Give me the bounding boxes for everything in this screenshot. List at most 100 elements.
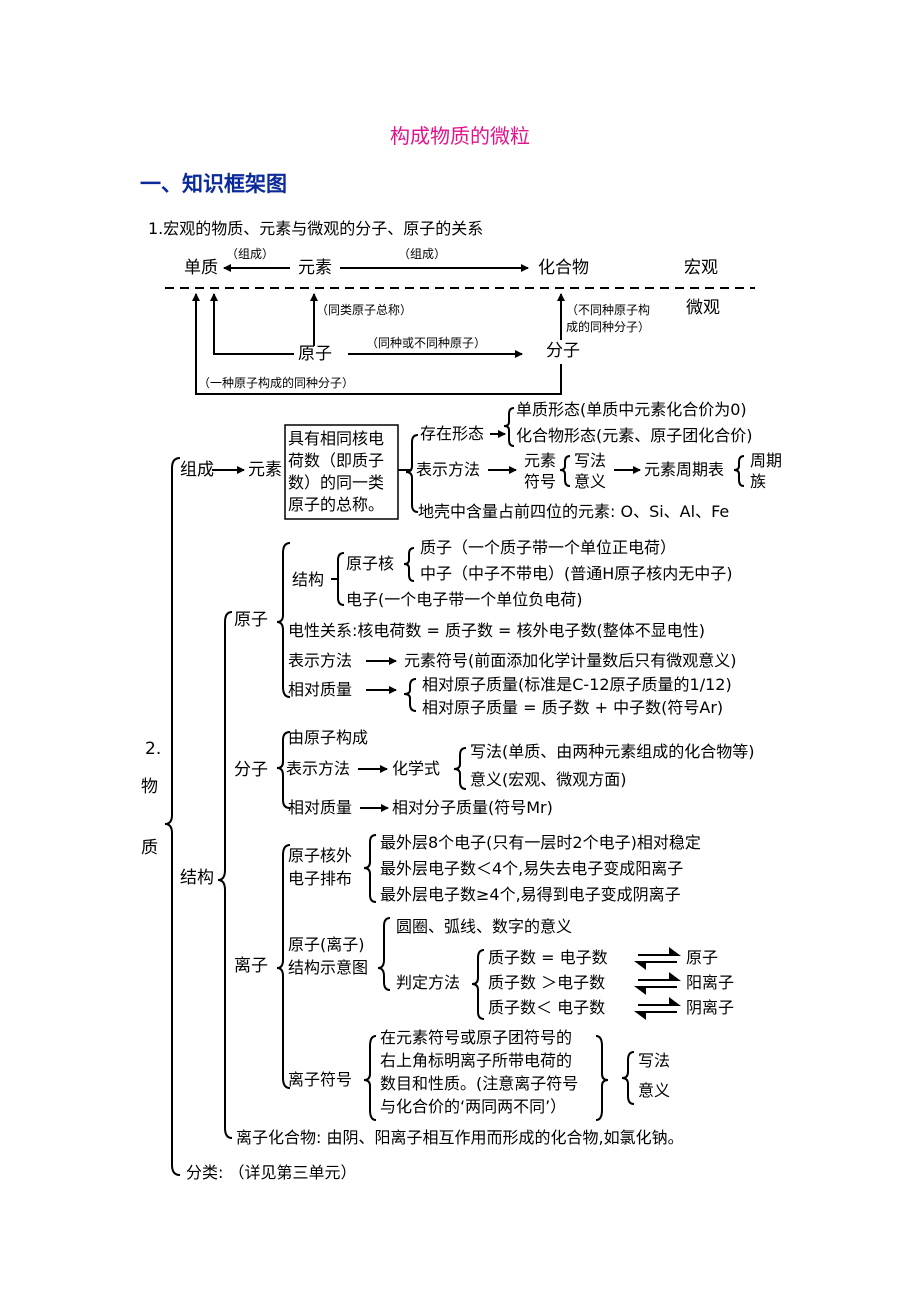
lizihuahewu: 离子化合物: 由阴、阳离子相互作用而形成的化合物,如氯化钠。 xyxy=(236,1128,684,1147)
brace-shiyi xyxy=(377,917,391,991)
fuhao-yiyi: 意义 xyxy=(574,472,607,491)
xdzl-1: 相对原子质量(标准是C-12原子质量的1/12) xyxy=(422,675,732,694)
section-heading: 一、知识框架图 xyxy=(140,172,287,196)
label-weiguan: 微观 xyxy=(686,298,720,318)
node-biaoshi-3: 表示方法 xyxy=(286,759,351,778)
panding-2-right: 阳离子 xyxy=(686,973,735,992)
node-huaxueshi: 化学式 xyxy=(392,759,441,778)
equilibrium-arrows xyxy=(634,947,681,1020)
brace-panding xyxy=(471,949,485,1020)
lizifuhao-xiefa: 写法 xyxy=(638,1051,671,1070)
brace-yuanzi xyxy=(276,542,291,698)
zhizi: 质子（一个质子带一个单位正电荷） xyxy=(420,538,677,557)
node-zhouqibiao: 元素周期表 xyxy=(644,460,725,479)
brace-xiefa3 xyxy=(621,1051,635,1105)
yuanquan: 圆圈、弧线、数字的意义 xyxy=(396,917,573,936)
node-yuanzihe: 原子核 xyxy=(346,554,395,573)
label-zhi: 质 xyxy=(141,838,158,858)
brace-wuzhi xyxy=(164,457,181,1176)
brace-cunzai xyxy=(503,407,515,447)
node-lizifuhao: 离子符号 xyxy=(288,1070,353,1089)
node-zucheng: 组成 xyxy=(180,460,214,480)
edge-label-butong-2: 成的同种分子） xyxy=(566,320,651,334)
brace-jiegou xyxy=(217,611,233,1139)
arrow-yuanzi-to-danzhi xyxy=(210,293,294,355)
dianxing: 电性关系:核电荷数 = 质子数 = 核外电子数(整体不显电性) xyxy=(288,621,706,640)
edge-label-butong-1: （不同种原子构 xyxy=(566,303,651,317)
node-huahewu: 化合物 xyxy=(538,258,589,278)
shiyi-2: 结构示意图 xyxy=(288,958,369,977)
node-yuansu-2: 元素 xyxy=(248,460,282,480)
zu: 族 xyxy=(750,472,767,491)
xdfz: 相对分子质量(符号Mr) xyxy=(392,798,553,817)
edge-label-tonglei: （同类原子总称） xyxy=(316,303,413,317)
brace-lizifuhao-left xyxy=(363,1035,377,1121)
lizifuhao-yiyi: 意义 xyxy=(638,1081,671,1100)
fenlei: 分类: （详见第三单元） xyxy=(186,1163,357,1182)
brace-yuansu xyxy=(405,434,419,513)
brace-lizi xyxy=(276,844,291,1089)
label-hongguan: 宏观 xyxy=(684,258,718,278)
node-yuanzi: 原子 xyxy=(298,344,332,364)
zuiwai-3: 最外层电子数≥4个,易得到电子变成阴离子 xyxy=(380,885,681,904)
brace-fuhao xyxy=(559,455,571,487)
youyuanzi: 由原子构成 xyxy=(288,728,369,747)
zhouqi: 周期 xyxy=(750,451,783,470)
panding-3-right: 阴离子 xyxy=(686,998,735,1017)
fuhao-1: 元素 xyxy=(524,451,557,470)
node-yuanzi-2: 原子 xyxy=(234,610,268,630)
hewai-2: 电子排布 xyxy=(288,869,353,888)
panding-1-right: 原子 xyxy=(686,948,719,967)
arrow-fenzi-to-danzhi xyxy=(192,293,562,395)
xiefa-2: 写法(单质、由两种元素组成的化合物等) xyxy=(470,742,755,761)
node-xiangdui: 相对质量 xyxy=(288,680,353,699)
dike-elements: 地壳中含量占前四位的元素: O、Si、Al、Fe xyxy=(418,502,730,521)
zuiwai-2: 最外层电子数＜4个,易失去电子变成阳离子 xyxy=(380,859,684,878)
edge-label-zucheng-1: （组成） xyxy=(226,247,275,261)
document-title: 构成物质的微粒 xyxy=(390,124,530,148)
node-cunzai: 存在形态 xyxy=(420,424,485,443)
fuhao-xiefa: 写法 xyxy=(574,451,607,470)
node-biaoshi-2: 表示方法 xyxy=(288,651,353,670)
fuhao-2: 符号 xyxy=(524,472,557,491)
node-panding: 判定方法 xyxy=(396,973,461,992)
yuansu-definition: 具有相同核电荷数（即质子数）的同一类原子的总称。 xyxy=(288,429,385,514)
danzhi-form: 单质形态(单质中元素化合价为0) xyxy=(516,400,747,419)
label-num-2: 2. xyxy=(145,739,162,759)
yiyi-2: 意义(宏观、微观方面) xyxy=(470,770,627,789)
panding-1-left: 质子数 = 电子数 xyxy=(488,948,608,967)
node-danzhi: 单质 xyxy=(184,258,218,278)
node-lizi: 离子 xyxy=(234,956,268,976)
brace-jiegou2 xyxy=(337,552,345,606)
node-yuansu: 元素 xyxy=(298,258,332,278)
shiyi-1: 原子(离子) xyxy=(288,935,365,954)
edge-label-zucheng-2: （组成） xyxy=(398,247,447,261)
node-fenzi-2: 分子 xyxy=(234,760,268,780)
brace-zhouqi xyxy=(733,455,745,487)
part1-heading: 1.宏观的物质、元素与微观的分子、原子的关系 xyxy=(148,219,484,238)
lizifuhao-line-2: 右上角标明离子所带电荷的 xyxy=(380,1051,573,1070)
huahe-form: 化合物形态(元素、原子团化合价) xyxy=(516,426,753,445)
zhongzi: 中子（中子不带电）(普通H原子核内无中子) xyxy=(420,564,733,583)
xdzl-2: 相对原子质量 = 质子数 + 中子数(符号Ar) xyxy=(422,698,724,717)
definition-box xyxy=(284,424,399,520)
lizifuhao-line-1: 在元素符号或原子团符号的 xyxy=(380,1028,573,1047)
brace-xdzl xyxy=(403,678,417,712)
node-fenzi: 分子 xyxy=(546,341,580,361)
lizifuhao-line-3: 数目和性质。(注意离子符号 xyxy=(380,1074,579,1093)
zuiwai-1: 最外层8个电子(只有一层时2个电子)相对稳定 xyxy=(380,833,701,852)
brace-yuanzihe xyxy=(403,547,415,582)
brace-lizifuhao-right xyxy=(595,1035,609,1121)
node-jiegou-2: 结构 xyxy=(292,570,325,589)
dianzi: 电子(一个电子带一个单位负电荷) xyxy=(346,590,583,609)
label-wu: 物 xyxy=(141,777,158,797)
edge-label-tongzhong: （同种或不同种原子） xyxy=(366,336,487,350)
hewai-1: 原子核外 xyxy=(288,846,353,865)
edge-label-yizhong: （一种原子构成的同种分子） xyxy=(198,376,355,390)
node-xiangdui-2: 相对质量 xyxy=(288,798,353,817)
lizifuhao-line-4: 与化合价的‘两同两不同’） xyxy=(380,1097,567,1116)
brace-hewai xyxy=(363,834,377,903)
node-biaoshi: 表示方法 xyxy=(416,460,481,479)
node-jiegou: 结构 xyxy=(180,868,214,888)
